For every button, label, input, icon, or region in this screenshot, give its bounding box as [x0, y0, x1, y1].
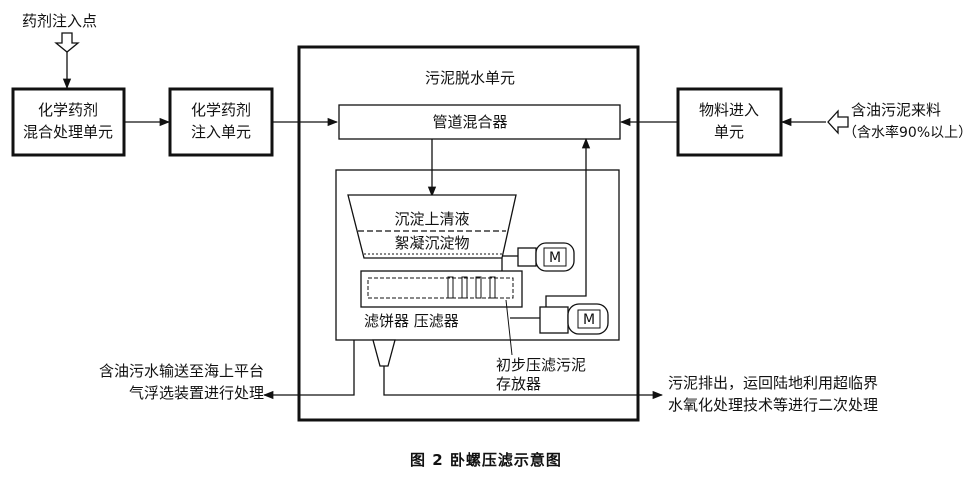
lower-motor-m-box	[577, 309, 601, 329]
oily-sludge-input-line1: 含油污泥来料	[851, 101, 941, 119]
screw-flight-1	[447, 276, 454, 299]
flocculated-sediment-label: 絮凝沉淀物	[394, 234, 469, 252]
material-feed-unit-box	[676, 87, 783, 157]
sludge-output-line2: 水氧化处理技术等进行二次处理	[668, 396, 878, 414]
oily-sludge-input-line2: （含水率90%以上）	[843, 124, 972, 141]
chem-inject-unit-line2: 注入单元	[191, 123, 251, 141]
hollow-left-arrow-icon	[827, 109, 849, 135]
upper-motor-m-box	[543, 247, 567, 267]
chem-mix-unit-line1: 化学药剂	[38, 101, 98, 119]
prefilter-storage-line2: 存放器	[496, 375, 541, 393]
upper-motor-m-label: M	[549, 250, 561, 266]
supernatant-label: 沉淀上清液	[394, 210, 469, 228]
chemical-injection-point-label: 药剂注入点	[22, 12, 97, 30]
oily-water-output-line1: 含油污水输送至海上平台	[99, 362, 264, 380]
filter-cake-press-label: 滤饼器 压滤器	[364, 312, 459, 330]
hollow-down-arrow-icon	[54, 32, 80, 53]
screw-flight-3	[475, 276, 482, 299]
upper-motor-coupling	[517, 247, 537, 267]
dewatering-unit-frame	[297, 45, 640, 422]
chem-inject-unit-box	[168, 87, 274, 157]
filter-press-body	[360, 270, 523, 308]
prefilter-storage-line1: 初步压滤污泥	[496, 356, 586, 374]
screw-flight-4	[489, 276, 496, 299]
storage-pointer	[505, 299, 513, 356]
material-feed-unit-line1: 物料进入	[699, 101, 759, 119]
figure-caption: 图 2 卧螺压滤示意图	[410, 451, 562, 469]
oily-water-output-line2: 气浮选装置进行处理	[129, 384, 264, 402]
press-enclosure	[335, 169, 620, 341]
chem-mix-unit-line2: 混合处理单元	[23, 123, 113, 141]
pipe-mixer-label: 管道混合器	[432, 113, 507, 131]
return-line-to-mixer	[545, 137, 591, 307]
lower-motor-coupling	[539, 306, 569, 334]
screw-flight-2	[461, 276, 468, 299]
chem-mix-unit-box	[11, 87, 126, 157]
sludge-output-line1: 污泥排出，运回陆地利用超临界	[668, 374, 878, 392]
dewatering-unit-title: 污泥脱水单元	[425, 69, 515, 87]
oily-water-outlet-line	[262, 340, 355, 400]
pipe-mixer-box	[338, 104, 621, 140]
discharge-hopper	[372, 339, 396, 367]
chem-inject-unit-line1: 化学药剂	[191, 101, 251, 119]
screw-conveyor	[367, 277, 514, 299]
material-feed-unit-line2: 单元	[714, 123, 744, 141]
lower-motor-m-label: M	[583, 312, 595, 328]
sludge-outlet-line	[383, 366, 664, 400]
